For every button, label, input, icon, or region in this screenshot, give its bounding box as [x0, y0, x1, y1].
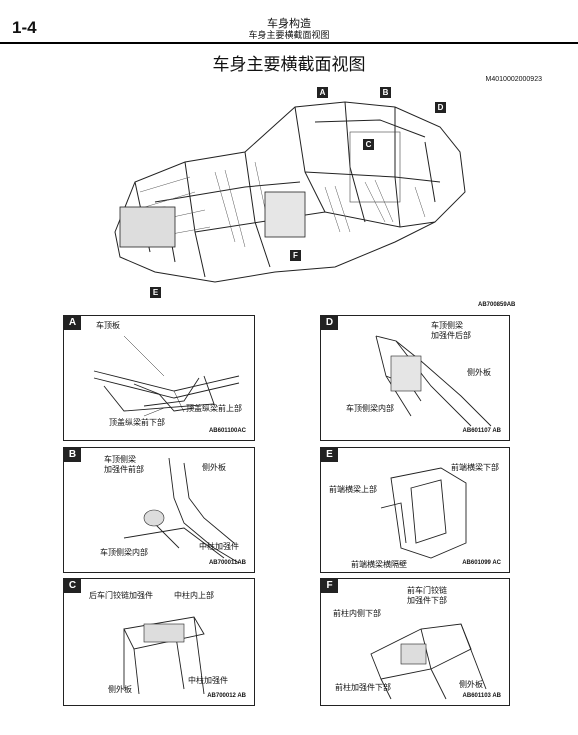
- panel-f: F 前车门铰链 加强件下部 前柱内侧下部 前柱加强件下部 侧外板 AB60110…: [320, 578, 510, 706]
- callout-c: C: [363, 139, 374, 150]
- panel-a-ref: AB601100AC: [208, 428, 246, 434]
- label-front-crossmember-upper: 前端横梁上部: [329, 485, 377, 494]
- panel-a-drawing: [93, 335, 240, 417]
- panel-e-tag: E: [321, 448, 338, 462]
- label-rear-door-hinge-reinforcement: 后车门铰链加强件: [89, 591, 153, 600]
- doc-code: M4010002000923: [485, 76, 542, 83]
- label-roof-side-rail: 车顶侧梁: [431, 321, 463, 330]
- panel-f-drawing: [370, 623, 487, 700]
- label-front-door-hinge: 前车门铰链: [407, 586, 447, 595]
- car-body-drawing: [114, 101, 466, 283]
- section-title: 车身主要横截面视图: [248, 31, 330, 41]
- label-front-crossmember-bulkhead: 前端横梁横隔壁: [351, 560, 407, 569]
- label-reinforcement-front: 加强件前部: [104, 465, 144, 474]
- label-front-pillar-reinforcement-lower: 前柱加强件下部: [335, 683, 391, 692]
- panel-b-ref: AB700011AB: [208, 560, 246, 566]
- callout-f: F: [290, 250, 301, 261]
- panel-a-tag: A: [64, 316, 81, 330]
- chapter-title: 车身构造: [267, 17, 311, 30]
- panel-e-drawing: [380, 467, 467, 559]
- panel-c: C 后车门铰链加强件 中柱内上部 中柱加强件 侧外板 AB700012 AB: [63, 578, 255, 706]
- panel-c-drawing: [123, 616, 205, 695]
- label-roof-panel: 车顶板: [96, 321, 120, 330]
- page-title: 车身主要横截面视图: [212, 55, 366, 75]
- label-center-pillar-inner-upper: 中柱内上部: [174, 591, 214, 600]
- panel-a: A 车顶板 顶盖纵梁前上部 顶盖纵梁前下部 AB601100AC: [63, 315, 255, 441]
- panel-b-drawing: [123, 457, 240, 564]
- label-side-outer-panel-c: 侧外板: [108, 685, 132, 694]
- page-number: 1-4: [12, 18, 37, 37]
- callout-e: E: [150, 287, 161, 298]
- label-front-pillar-inner-lower: 前柱内侧下部: [333, 609, 381, 618]
- header-rule: [0, 42, 578, 44]
- callout-a: A: [317, 87, 328, 98]
- panel-d-ref: AB601107 AB: [462, 428, 501, 434]
- label-roof-side-rail-inner-b: 车顶侧梁内部: [100, 548, 148, 557]
- label-roof-side-rail-b: 车顶侧梁: [104, 455, 136, 464]
- panel-c-tag: C: [64, 579, 81, 593]
- label-center-pillar-reinforcement-c: 中柱加强件: [188, 676, 228, 685]
- label-roof-rail-front-upper: 顶盖纵梁前上部: [186, 404, 242, 413]
- label-front-crossmember-lower: 前端横梁下部: [451, 463, 499, 472]
- callout-b: B: [380, 87, 391, 98]
- panel-b: B 车顶侧梁 加强件前部 侧外板 中柱加强件 车顶侧梁内部 AB700011AB: [63, 447, 255, 573]
- main-car-figure: A B C D E F: [95, 82, 490, 302]
- panel-e-ref: AB601099 AC: [462, 560, 501, 566]
- label-roof-rail-front-lower: 顶盖纵梁前下部: [109, 418, 165, 427]
- label-reinforcement-rear: 加强件后部: [431, 331, 471, 340]
- label-roof-side-rail-inner: 车顶侧梁内部: [346, 404, 394, 413]
- panel-f-tag: F: [321, 579, 338, 593]
- panel-d-drawing: [375, 335, 492, 427]
- panel-b-tag: B: [64, 448, 81, 462]
- callout-d: D: [435, 102, 446, 113]
- label-side-outer-panel-f: 侧外板: [459, 680, 483, 689]
- label-side-outer-panel-b: 侧外板: [202, 463, 226, 472]
- label-side-outer-panel: 侧外板: [467, 368, 491, 377]
- label-reinforcement-lower-f: 加强件下部: [407, 596, 447, 605]
- panel-f-ref: AB601103 AB: [462, 693, 501, 699]
- panel-d: D 车顶侧梁 加强件后部 侧外板 车顶侧梁内部 AB601107 AB: [320, 315, 510, 441]
- label-center-pillar-reinforcement-b: 中柱加强件: [199, 542, 239, 551]
- main-figure-ref: AB700859AB: [478, 302, 516, 308]
- panel-e: E 前端横梁下部 前端横梁上部 前端横梁横隔壁 AB601099 AC: [320, 447, 510, 573]
- panel-c-ref: AB700012 AB: [207, 693, 246, 699]
- panel-d-tag: D: [321, 316, 338, 330]
